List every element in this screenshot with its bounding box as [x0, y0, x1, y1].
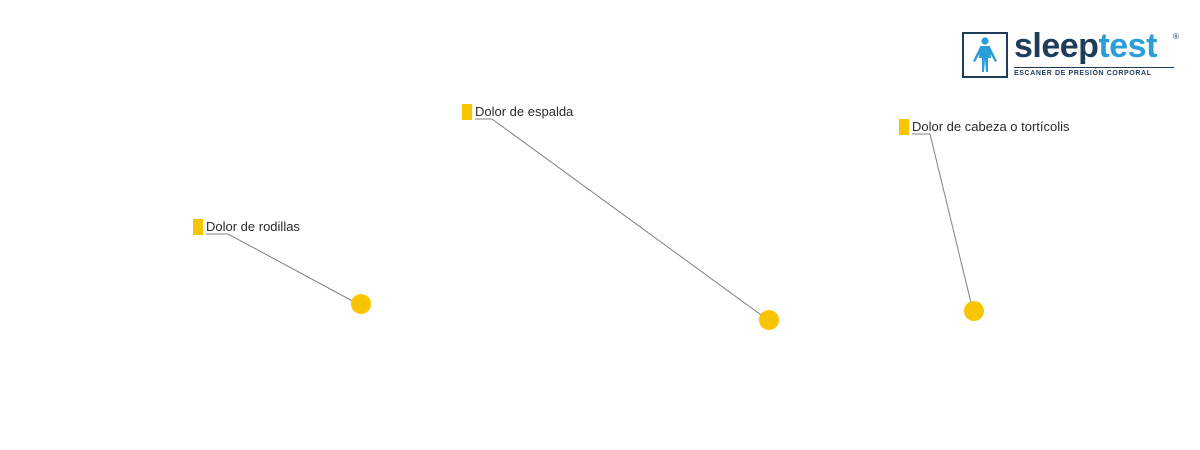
leader-line — [475, 118, 769, 321]
pain-point-dot[interactable] — [759, 310, 779, 330]
label-marker — [899, 119, 909, 135]
callout-rodillas: Dolor de rodillas — [193, 219, 371, 314]
registered-mark: ® — [1173, 32, 1179, 41]
logo-tagline: ESCANER DE PRESIÓN CORPORAL — [1014, 70, 1152, 77]
human-figure-icon — [973, 37, 997, 72]
callout-espalda: Dolor de espalda — [462, 104, 779, 330]
logo-box — [962, 32, 1008, 78]
leader-line — [206, 233, 361, 306]
pain-point-dot[interactable] — [964, 301, 984, 321]
logo-word-part2: test — [1098, 27, 1157, 65]
label-marker — [462, 104, 472, 120]
leader-line — [912, 133, 974, 312]
logo-wordmark: sleeptest — [1014, 26, 1157, 66]
callout-label: Dolor de cabeza o tortícolis — [912, 119, 1070, 134]
callout-label: Dolor de espalda — [475, 104, 574, 119]
logo-divider — [1014, 67, 1174, 68]
callout-label: Dolor de rodillas — [206, 219, 300, 234]
sleeptest-logo: sleeptest ® ESCANER DE PRESIÓN CORPORAL — [962, 27, 1184, 82]
label-marker — [193, 219, 203, 235]
callout-cabeza: Dolor de cabeza o tortícolis — [899, 119, 1070, 321]
pain-point-dot[interactable] — [351, 294, 371, 314]
logo-word-part1: sleep — [1014, 27, 1099, 65]
